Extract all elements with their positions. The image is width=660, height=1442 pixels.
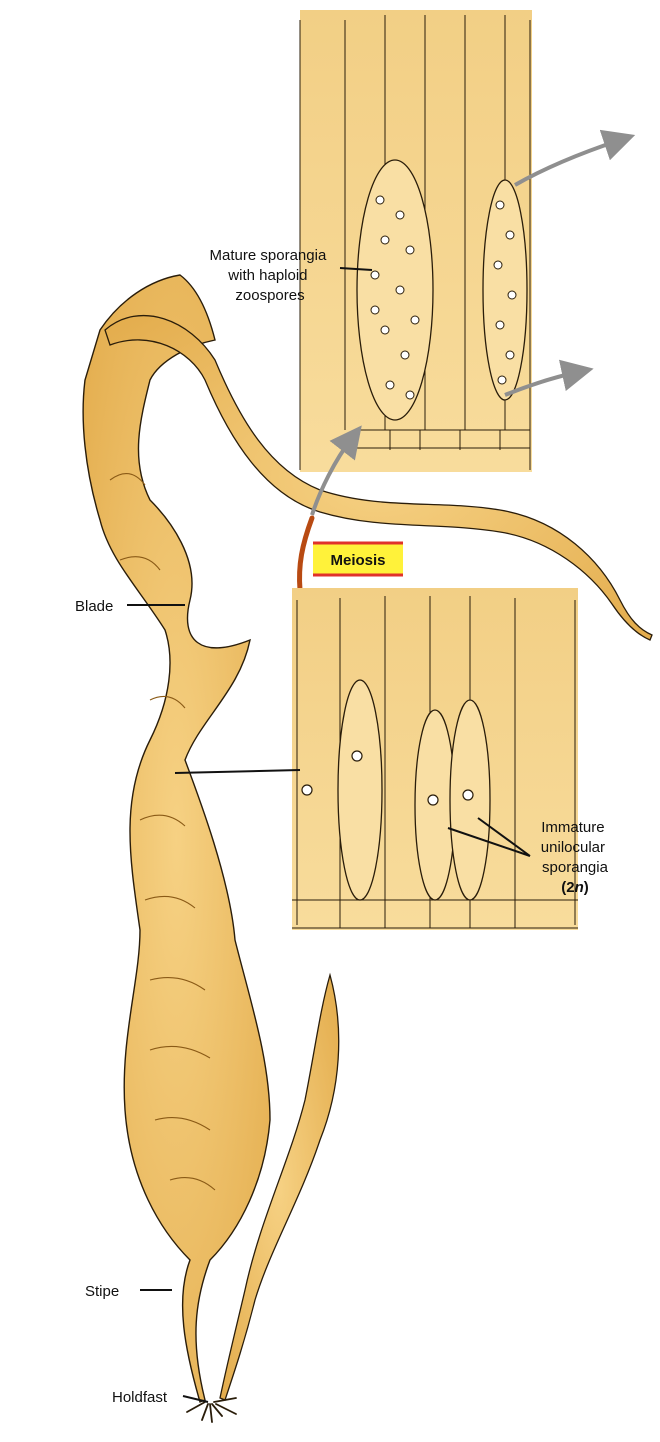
holdfast-label: Holdfast — [112, 1389, 168, 1406]
labels: Mature sporangia with haploid zoospores … — [75, 247, 609, 1406]
blade-label: Blade — [75, 598, 113, 615]
leader-immature — [447, 817, 531, 857]
meiosis-label: Meiosis — [330, 552, 385, 569]
ploidy-label: (2n) — [561, 879, 589, 896]
mature-sporangium-right — [482, 179, 528, 401]
mature-sporangium-left — [356, 159, 434, 421]
kelp-trailing-strap — [104, 314, 653, 641]
immature-tissue-section — [292, 588, 578, 930]
meiosis-indicator: Meiosis — [297, 425, 403, 593]
stipe-label: Stipe — [85, 1283, 119, 1300]
immature-label: Immature unilocular sporangia — [541, 819, 609, 876]
immature-nuclei — [301, 750, 474, 806]
immature-sporangium-a — [337, 679, 383, 901]
leader-mature — [339, 267, 373, 271]
mature-tissue-section — [299, 10, 636, 472]
kelp-thallus — [82, 274, 653, 1423]
mature-label: Mature sporangia with haploid zoospores — [210, 247, 331, 304]
meiosis-arrow — [310, 425, 362, 516]
zoospore-dots — [370, 195, 517, 400]
leader-holdfast — [182, 1395, 209, 1403]
holdfast-roots — [186, 1397, 237, 1423]
meiosis-bar — [297, 515, 315, 593]
meiosis-box — [313, 543, 403, 575]
release-arrow-upper — [514, 129, 636, 187]
kelp-ruffles — [109, 473, 216, 1191]
leader-blade-to-tissue — [174, 769, 301, 774]
release-arrow-lower — [504, 359, 594, 397]
leader-lines — [127, 267, 531, 1403]
